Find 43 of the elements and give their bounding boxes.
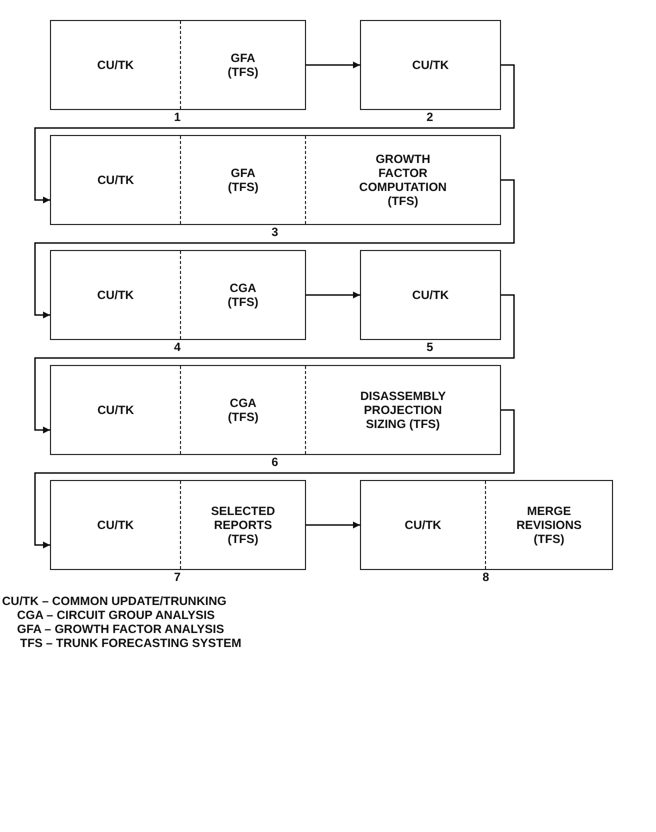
process-box bbox=[50, 480, 306, 570]
step-label: CU/TK bbox=[404, 518, 442, 532]
step-label: CGA (TFS) bbox=[228, 281, 258, 309]
arrow bbox=[306, 62, 360, 68]
abbreviation-note: CGA – CIRCUIT GROUP ANALYSIS bbox=[17, 608, 215, 622]
step-number: 8 bbox=[482, 571, 490, 583]
step-number: 3 bbox=[272, 226, 278, 238]
arrow bbox=[34, 409, 515, 548]
step-label: GROWTH FACTOR COMPUTATION (TFS) bbox=[359, 152, 447, 208]
arrow bbox=[34, 294, 515, 434]
step-label: CGA (TFS) bbox=[228, 396, 258, 424]
process-box bbox=[50, 20, 306, 110]
step-number: 5 bbox=[426, 341, 434, 353]
step-label: CU/TK bbox=[412, 288, 449, 302]
process-box bbox=[50, 135, 501, 225]
abbreviation-note: TFS – TRUNK FORECASTING SYSTEM bbox=[20, 636, 242, 650]
abbreviation-note: CU/TK – COMMON UPDATE/TRUNKING bbox=[2, 594, 226, 608]
arrow bbox=[34, 179, 515, 318]
step-label: CU/TK bbox=[412, 58, 449, 72]
arrow bbox=[306, 292, 360, 298]
step-label: CU/TK bbox=[97, 173, 134, 187]
step-label: CU/TK bbox=[97, 518, 134, 532]
abbreviation-note: GFA – GROWTH FACTOR ANALYSIS bbox=[17, 622, 224, 636]
process-box bbox=[360, 20, 501, 110]
step-label: SELECTED REPORTS (TFS) bbox=[210, 504, 275, 546]
step-label: GFA (TFS) bbox=[228, 166, 258, 194]
step-number: 1 bbox=[174, 111, 181, 123]
step-number: 4 bbox=[174, 341, 181, 353]
process-box bbox=[360, 250, 501, 340]
process-box bbox=[50, 365, 501, 455]
step-label: CU/TK bbox=[97, 288, 134, 302]
step-label: CU/TK bbox=[97, 403, 134, 417]
arrow bbox=[34, 64, 515, 204]
step-number: 6 bbox=[272, 456, 278, 468]
step-number: 2 bbox=[426, 111, 434, 123]
step-label: GFA (TFS) bbox=[228, 51, 258, 79]
step-number: 7 bbox=[174, 571, 181, 583]
process-box bbox=[50, 250, 306, 340]
step-label: DISASSEMBLY PROJECTION SIZING (TFS) bbox=[360, 389, 446, 431]
process-box bbox=[360, 480, 613, 570]
step-label: CU/TK bbox=[97, 58, 134, 72]
arrow bbox=[306, 522, 360, 528]
step-label: MERGE REVISIONS (TFS) bbox=[516, 504, 582, 546]
